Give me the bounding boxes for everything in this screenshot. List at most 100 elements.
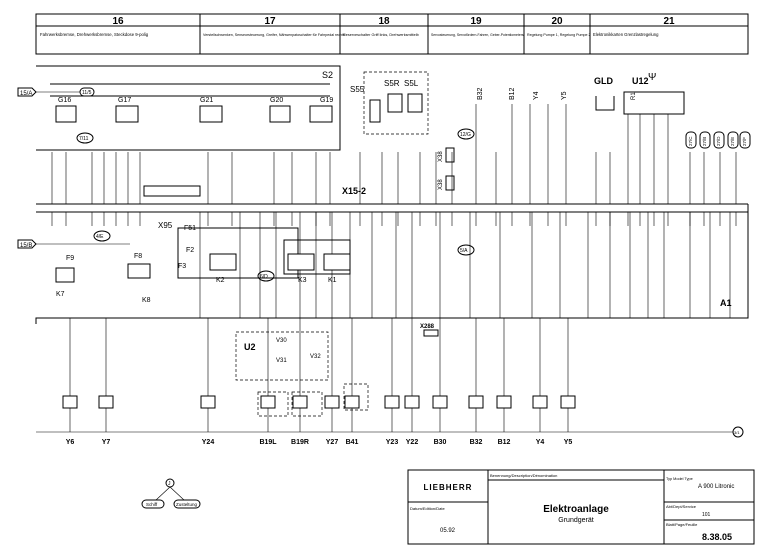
component-label: B12 — [498, 439, 511, 446]
u2-label: U2 — [244, 342, 256, 352]
component-symbol — [344, 395, 360, 409]
x288-label: X288 — [420, 324, 435, 330]
page-label: Blatt/Page/Feuille — [666, 522, 698, 527]
ref-15a: 15/A — [20, 91, 32, 97]
component-label: Y5 — [564, 439, 573, 446]
component-symbol — [324, 395, 340, 409]
g16-label: G16 — [58, 97, 71, 104]
component-symbol — [200, 395, 216, 409]
k3-label: K3 — [298, 277, 307, 284]
v30-label: V30 — [276, 338, 287, 344]
title-block: LIEBHERR Benennung/Description/Dénominat… — [407, 469, 755, 545]
page-link-text: 3/1 — [734, 430, 740, 435]
component-symbol — [384, 395, 400, 409]
f2-label: F2 — [186, 247, 194, 254]
k7-label: K7 — [56, 291, 65, 298]
v31-label: V31 — [276, 358, 287, 364]
header-col-21-number: 21 — [663, 16, 675, 27]
header-col-16-desc: Fahrwerksbremse, Drehwerksbremse, Steckd… — [40, 32, 149, 37]
header-col-19-desc: Servosteuerung, Servofördern-Fahren, Geb… — [431, 33, 525, 37]
benennung-label: Benennung/Description/Dénomination — [490, 473, 557, 478]
ref-7-11: 7/11 — [79, 136, 89, 142]
component-symbol — [468, 395, 484, 409]
ref-5a: 5/A — [460, 248, 468, 254]
legend-sym: J — [168, 481, 171, 487]
header-strip: 16 17 18 19 20 21 Fahrwerksbremse, Drehw… — [35, 13, 749, 55]
ref-4e: 4/E — [96, 234, 104, 240]
b12-top-label: B12 — [509, 87, 516, 100]
g17-label: G17 — [118, 97, 131, 104]
ref-27d: 27/D — [716, 136, 721, 146]
component-label: B41 — [346, 439, 359, 446]
component-symbol — [62, 395, 78, 409]
r1-label: R1 — [631, 92, 637, 100]
drawing-title: Elektroanlage — [543, 504, 609, 515]
ref-27f: 27/F — [742, 137, 747, 146]
legend-left: Schiff — [146, 502, 158, 507]
component-symbol — [98, 395, 114, 409]
k1-label: K1 — [328, 277, 337, 284]
component-label: Y27 — [326, 439, 339, 446]
component-label: B30 — [434, 439, 447, 446]
g20-label: G20 — [270, 97, 283, 104]
page-link-marker: 3/1 — [732, 426, 744, 438]
s5l-label: S5L — [404, 79, 419, 88]
g19-label: G19 — [320, 97, 333, 104]
f9-label: F9 — [66, 255, 74, 262]
header-col-17-desc: Verstellschwenken, Senseorsteuerung, Gre… — [203, 33, 345, 37]
antenna-icon: Ψ — [648, 72, 656, 83]
b32-top-label: B32 — [477, 87, 484, 100]
component-symbol — [496, 395, 512, 409]
date-value: 05.92 — [440, 528, 456, 534]
cross-refs: 15/A 11/5 7/11 15/B 4/E 6/D 5/A 12/G 27/… — [17, 87, 751, 282]
component-label: Y22 — [406, 439, 419, 446]
relay-area: K7 F9 K8 F8 F3 F2 F51 K2 K3 K1 — [55, 225, 351, 304]
u2-module: U2 V30 V31 V32 X288 — [235, 324, 439, 417]
ref-12g: 12/G — [460, 132, 471, 138]
v32-label: V32 — [310, 354, 321, 360]
g21-label: G21 — [200, 97, 213, 104]
drawing-subtitle: Grundgerät — [558, 517, 593, 524]
top-right-components: B32 B12 Y4 Y5 GLD U12 Ψ R1 — [477, 72, 685, 115]
component-label: Y6 — [66, 439, 75, 446]
component-symbol — [560, 395, 576, 409]
component-label: B32 — [470, 439, 483, 446]
ref-27e: 27/E — [730, 137, 735, 146]
page-value: 8.38.05 — [702, 532, 732, 542]
s2-label: S2 — [322, 70, 333, 80]
x38b-label: X38 — [438, 179, 444, 190]
wire-layer — [36, 91, 737, 433]
typ-label: Typ Model Type — [666, 477, 693, 481]
ref-11-5: 11/5 — [82, 90, 92, 96]
k8-label: K8 — [142, 297, 151, 304]
ref-27b: 27/B — [702, 137, 707, 146]
k2-label: K2 — [216, 277, 225, 284]
blatt-value: 101 — [702, 512, 711, 518]
component-symbol — [432, 395, 448, 409]
s2-panel: S2 G16 G17 G21 G20 G19 — [36, 65, 341, 151]
legend-right: Zusteltung — [176, 502, 198, 507]
gld-label: GLD — [594, 76, 613, 86]
ref-27c: 27/C — [688, 136, 693, 146]
typ-value: A 900 Litronic — [698, 484, 734, 490]
u12-label: U12 — [632, 76, 649, 86]
header-col-20-number: 20 — [551, 16, 563, 27]
s55-label: S55 — [350, 85, 365, 94]
component-label: Y4 — [536, 439, 545, 446]
component-symbol — [292, 395, 308, 409]
x38a-label: X38 — [438, 151, 444, 162]
x38-connectors: X38 X38 — [438, 147, 455, 191]
x15-2-label: X15-2 — [342, 186, 366, 196]
component-label: Y7 — [102, 439, 111, 446]
liebherr-logo: LIEBHERR — [424, 483, 473, 492]
component-symbol — [260, 395, 276, 409]
header-col-16-number: 16 — [112, 16, 124, 27]
blatt-label: Abt/Dept/Service — [666, 504, 697, 509]
a1-label: A1 — [720, 298, 732, 308]
ref-15b: 15/B — [20, 243, 32, 249]
header-col-18-desc: Reserveschalter Griff links, Drehwerksmi… — [343, 33, 419, 37]
header-col-19-number: 19 — [470, 16, 482, 27]
y4-top-label: Y4 — [533, 91, 540, 100]
